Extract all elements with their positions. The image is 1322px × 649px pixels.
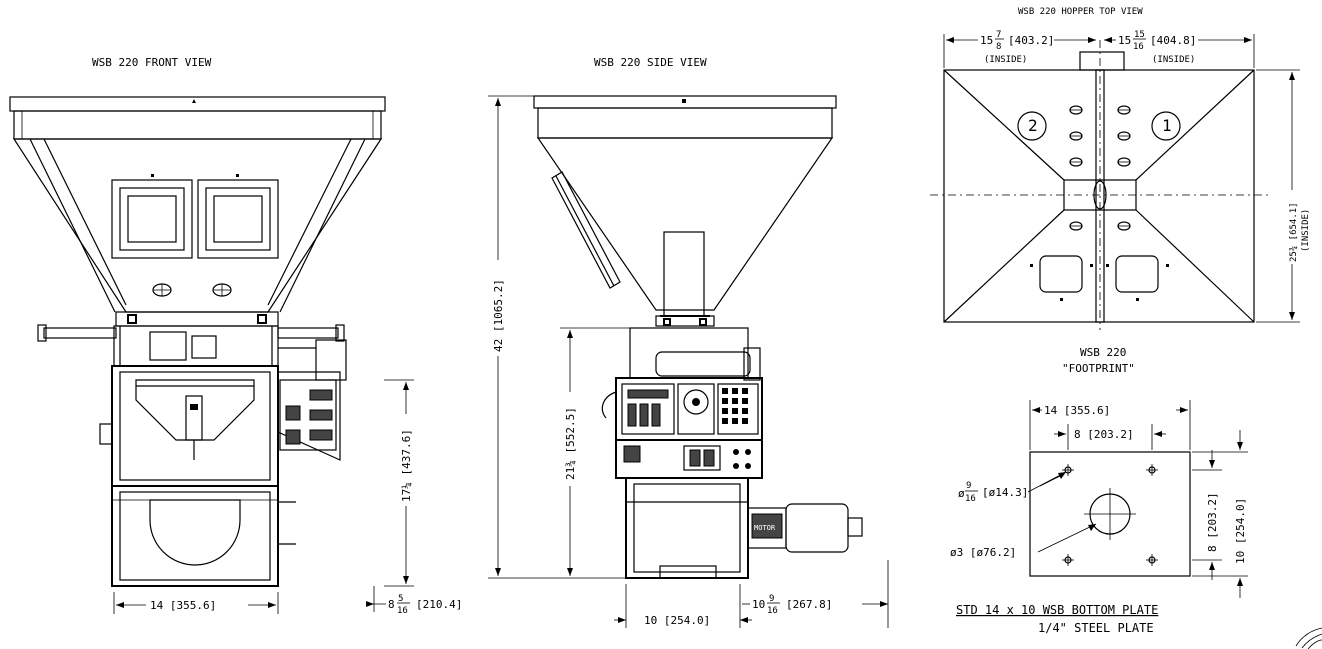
- footprint-dim-center: ø3 [ø76.2]: [950, 546, 1016, 559]
- front-handle-left: [43, 327, 117, 339]
- footprint-dim-height-v: 10 [254.0]: [1234, 498, 1247, 564]
- side-dim-ext-num: 9: [769, 594, 774, 604]
- side-chute: [663, 231, 705, 317]
- footprint-plate-line2: 1/4" STEEL PLATE: [1038, 621, 1154, 635]
- hopper-dim-left-den: 8: [996, 42, 1001, 52]
- side-dim-lower-height: 21¾ [552.5]: [564, 407, 577, 480]
- footprint-dim-hole-prefix: ø: [958, 487, 965, 500]
- front-side-tab: [99, 423, 113, 445]
- hopper-dim-right-note: (INSIDE): [1152, 55, 1195, 65]
- side-dim-ext-mm: [267.8]: [786, 598, 832, 611]
- front-dim-side-whole: 8: [388, 598, 395, 611]
- side-dim-base: 10 [254.0]: [644, 614, 710, 627]
- front-upper-frame: [113, 325, 279, 367]
- front-lower-frame: [111, 485, 279, 587]
- side-motor-label: MOTOR: [754, 524, 776, 532]
- hopper-window-right: [1115, 255, 1159, 293]
- hopper-top-outline: [943, 69, 1255, 323]
- front-weigh-bin: [135, 379, 255, 441]
- footprint-title-line1: WSB 220: [1080, 346, 1126, 359]
- hopper-dim-right-num: 15: [1134, 30, 1145, 40]
- hopper-dim-left-num: 7: [996, 30, 1001, 40]
- hopper-dim-left-note: (INSIDE): [984, 55, 1027, 65]
- side-base-frame: [625, 477, 749, 579]
- side-handle: [655, 351, 751, 377]
- hopper-top-tab: [1079, 51, 1125, 71]
- side-base-tray: [659, 565, 717, 579]
- side-slide-gate: [551, 171, 621, 289]
- front-leg-left: [29, 138, 116, 313]
- hopper-dim-right-whole: 15: [1118, 34, 1131, 47]
- front-view-title: WSB 220 FRONT VIEW: [92, 56, 212, 69]
- footprint-title-line2: "FOOTPRINT": [1062, 362, 1135, 375]
- footprint-view: WSB 220 "FOOTPRINT" 14 [355.6] 8 [203.2]…: [950, 346, 1248, 635]
- footprint-bolt-holes: [1062, 464, 1158, 566]
- front-hopper-box: [13, 110, 382, 140]
- front-window-left: [111, 179, 193, 259]
- footprint-plate-line1: STD 14 x 10 WSB BOTTOM PLATE: [956, 603, 1158, 617]
- front-dim-side-num: 5: [398, 594, 403, 604]
- front-rim-mark: [192, 99, 196, 103]
- corner-mark: [1295, 627, 1322, 647]
- hopper-dim-right-den: 16: [1133, 42, 1144, 52]
- footprint-dim-hole-den: 16: [965, 494, 976, 504]
- front-dim-height: 17¼ [437.6]: [400, 429, 413, 502]
- front-mount-plate: [115, 311, 279, 327]
- side-dim-ext-den: 16: [767, 606, 778, 616]
- side-cable: [601, 391, 617, 419]
- footprint-dim-bolt: 8 [203.2]: [1074, 428, 1134, 441]
- side-dim-total-height: 42 [1065.2]: [492, 279, 505, 352]
- front-view: WSB 220 FRONT VIEW: [9, 56, 462, 616]
- hopper-dim-depth-note: (INSIDE): [1301, 209, 1311, 252]
- front-leg-right: [279, 138, 366, 313]
- footprint-dim-bolt-v: 8 [203.2]: [1206, 492, 1219, 552]
- side-motor: [785, 503, 849, 553]
- side-upper-body: [629, 327, 749, 379]
- hopper-compartment-right: [1151, 111, 1181, 141]
- svg-text:2: 2: [1028, 116, 1038, 135]
- side-view-title: WSB 220 SIDE VIEW: [594, 56, 707, 69]
- side-view: WSB 220 SIDE VIEW: [488, 56, 889, 628]
- side-keypad: [717, 383, 759, 435]
- side-hopper-box: [537, 107, 833, 139]
- hopper-dim-left-mm: [403.2]: [1008, 34, 1054, 47]
- front-side-control: [277, 371, 341, 461]
- footprint-dim-width: 14 [355.6]: [1044, 404, 1110, 417]
- footprint-plate: [1029, 451, 1191, 577]
- front-dim-side-den: 16: [397, 606, 408, 616]
- side-controller: [615, 377, 763, 441]
- footprint-dim-hole-num: 9: [966, 481, 971, 491]
- front-weigh-box: [111, 365, 279, 487]
- front-dim-side-mm: [210.4]: [416, 598, 462, 611]
- hopper-dim-depth: 25¾ [654.1]: [1289, 202, 1299, 262]
- front-hopper-rim: [9, 96, 386, 112]
- footprint-dim-hole-mm: [ø14.3]: [982, 486, 1028, 499]
- front-window-right: [197, 179, 279, 259]
- hopper-dim-right-mm: [404.8]: [1150, 34, 1196, 47]
- hopper-sight-glasses: [1069, 105, 1131, 231]
- hopper-window-left: [1039, 255, 1083, 293]
- svg-text:1: 1: [1162, 116, 1172, 135]
- hopper-dim-left-whole: 15: [980, 34, 993, 47]
- front-motor-box: [315, 339, 347, 381]
- hopper-compartment-left: [1017, 111, 1047, 141]
- front-handle-right: [277, 327, 339, 339]
- hopper-top-title: WSB 220 HOPPER TOP VIEW: [1018, 7, 1143, 17]
- side-chute-plate: [655, 315, 715, 327]
- side-dial: [683, 389, 709, 415]
- front-dim-width: 14 [355.6]: [150, 599, 216, 612]
- hopper-top-view: WSB 220 HOPPER TOP VIEW 2 1: [930, 7, 1311, 330]
- front-drum: [149, 499, 241, 566]
- side-hopper-cone: [536, 137, 834, 311]
- side-dim-ext-whole: 10: [752, 598, 765, 611]
